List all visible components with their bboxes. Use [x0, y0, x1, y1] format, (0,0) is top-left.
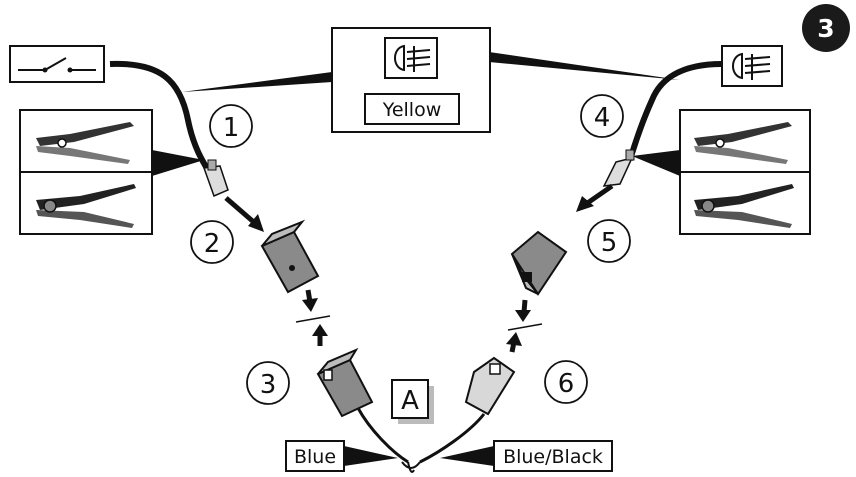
svg-text:A: A	[401, 386, 419, 416]
svg-text:Blue/Black: Blue/Black	[503, 446, 603, 468]
switch-symbol-icon	[18, 57, 96, 73]
harness-wires	[109, 60, 723, 473]
connector-housing-icon	[260, 219, 568, 418]
marker-a: A	[391, 379, 434, 424]
callout-6: 6	[544, 360, 588, 404]
svg-text:5: 5	[601, 228, 618, 258]
callout-1: 1	[209, 104, 253, 148]
wire-label-blue-black: Blue/Black	[440, 440, 613, 472]
callout-5: 5	[587, 219, 631, 263]
assembly-arrows	[224, 183, 614, 353]
fog-lamp-icon	[384, 37, 438, 79]
wire-stripper-icon	[36, 122, 134, 164]
crimp-terminal-right	[602, 149, 635, 187]
callout-2: 2	[190, 220, 234, 264]
tool-box-right	[632, 109, 811, 235]
connector-2	[260, 219, 320, 294]
svg-text:Blue: Blue	[294, 446, 336, 468]
wire-stripper-icon	[694, 122, 792, 164]
fog-lamp-callout: Yellow	[182, 27, 680, 133]
crimping-tool-icon	[694, 184, 794, 228]
step-number: 3	[817, 14, 834, 43]
wire-color-label: Yellow	[382, 99, 442, 121]
connector-3	[316, 347, 374, 418]
switch-box	[9, 45, 105, 83]
tool-box-left	[19, 109, 204, 235]
callouts: 1 2 3 4 5 6	[190, 94, 631, 405]
callout-4: 4	[580, 94, 624, 138]
crimping-tool-icon	[36, 184, 136, 228]
fog-lamp-icon	[732, 52, 771, 80]
crimp-terminal-left	[202, 159, 229, 198]
fog-lamp-box-right	[721, 45, 783, 87]
svg-text:4: 4	[594, 103, 611, 133]
step-badge: 3	[802, 4, 850, 52]
callout-3: 3	[246, 361, 290, 405]
svg-text:2: 2	[204, 229, 221, 259]
wire-label-blue: Blue	[285, 440, 398, 472]
connector-5	[510, 230, 568, 296]
svg-text:6: 6	[558, 369, 575, 399]
connector-6	[464, 356, 516, 416]
svg-text:1: 1	[223, 113, 240, 143]
svg-text:3: 3	[260, 370, 277, 400]
